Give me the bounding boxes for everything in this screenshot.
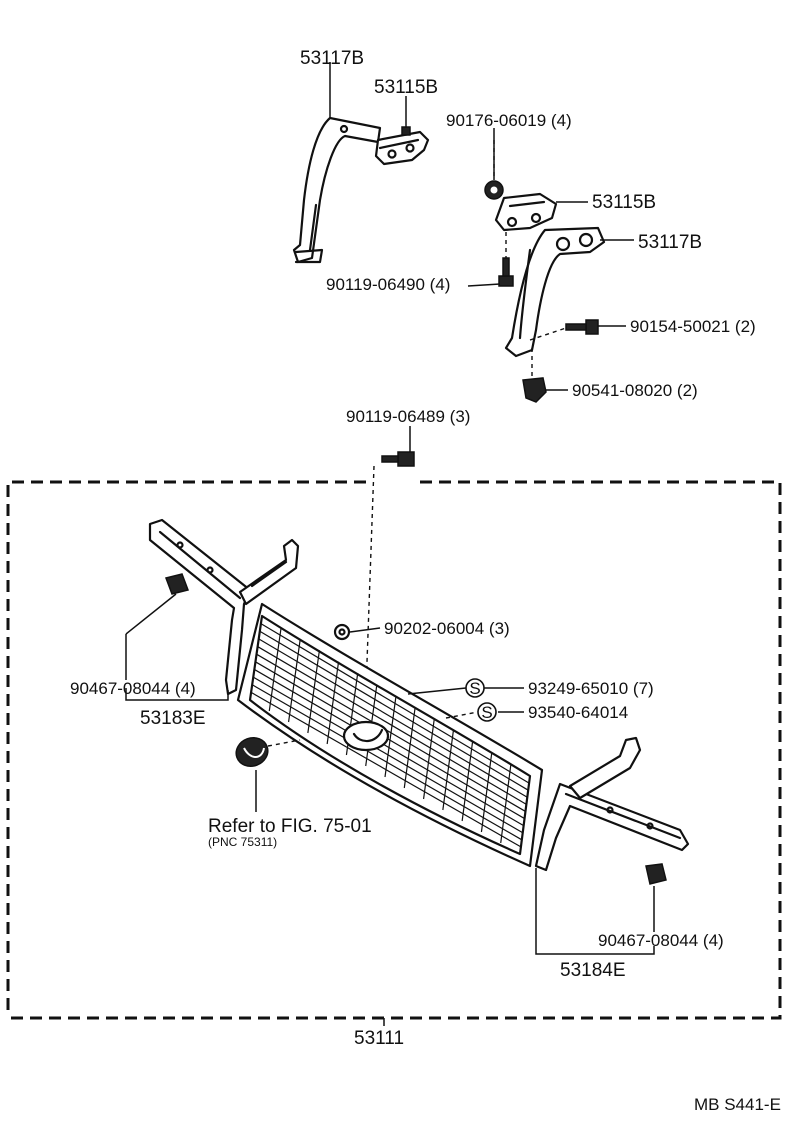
s-mark-93249: S [465, 678, 485, 698]
nut-90541-icon [522, 348, 547, 403]
grille-bar [461, 741, 474, 822]
label-90119-06490: 90119-06490 (4) [326, 275, 450, 294]
bolt-90119-06490-icon [498, 232, 514, 287]
nut-90202-icon [333, 623, 351, 641]
label-53183e: 53183E [140, 708, 206, 729]
label-90541: 90541-08020 (2) [572, 381, 698, 400]
label-53117b-right: 53117B [638, 232, 702, 253]
leader-lines [125, 62, 655, 955]
grille-bar [403, 707, 416, 789]
bolt-90119-06489-icon [365, 451, 415, 691]
label-refer-fig: Refer to FIG. 75-01 [208, 816, 372, 837]
label-90202: 90202-06004 (3) [384, 619, 510, 638]
grille-bar [442, 730, 455, 811]
assembly-frame [6, 480, 782, 1026]
grille-bar [326, 661, 340, 745]
label-93540: 93540-64014 [528, 703, 628, 722]
label-93249: 93249-65010 (7) [528, 679, 654, 698]
part-labels: 53117B 53115B 90176-06019 (4) 53115B 531… [70, 48, 781, 1114]
support-53184e-icon [534, 736, 690, 872]
s-mark-label: S [469, 679, 480, 698]
label-90154: 90154-50021 (2) [630, 317, 756, 336]
drawing-code: MB S441-E [694, 1095, 781, 1114]
s-mark-label: S [481, 703, 492, 722]
grille-bar [268, 627, 282, 712]
bracket-53115b-right-icon [494, 192, 558, 232]
bracket-53117b-left-icon [292, 116, 382, 264]
label-53115b-top: 53115B [374, 77, 438, 98]
clip-90467-left-icon [125, 573, 189, 635]
grille-assembly-icon [236, 602, 544, 868]
grille-bar [480, 753, 493, 833]
label-90176: 90176-06019 (4) [446, 111, 572, 130]
grille-bar [422, 718, 435, 800]
label-53115b-right: 53115B [592, 192, 656, 213]
label-53184e: 53184E [560, 960, 626, 981]
s-mark-93540: S [477, 702, 497, 722]
bracket-53115b-left-icon [374, 126, 430, 166]
label-90467-right: 90467-08044 (4) [598, 931, 724, 950]
label-90467-left: 90467-08044 (4) [70, 679, 196, 698]
label-53111: 53111 [354, 1028, 404, 1049]
emblem-icon [342, 720, 390, 752]
clip-90467-right-icon [645, 863, 667, 932]
label-90119-06489: 90119-06489 (3) [346, 407, 470, 426]
emblem-75311-icon [235, 737, 301, 767]
grille-bar [307, 650, 321, 734]
grille-bar [287, 638, 301, 723]
grille-bar [500, 764, 512, 844]
label-refer-pnc: (PNC 75311) [208, 835, 277, 849]
bolt-90154-icon [529, 319, 599, 341]
bracket-53117b-right-icon [504, 226, 606, 358]
grille-bar [384, 695, 397, 778]
support-53183e-icon [148, 518, 300, 696]
label-53117b-top: 53117B [300, 48, 364, 69]
